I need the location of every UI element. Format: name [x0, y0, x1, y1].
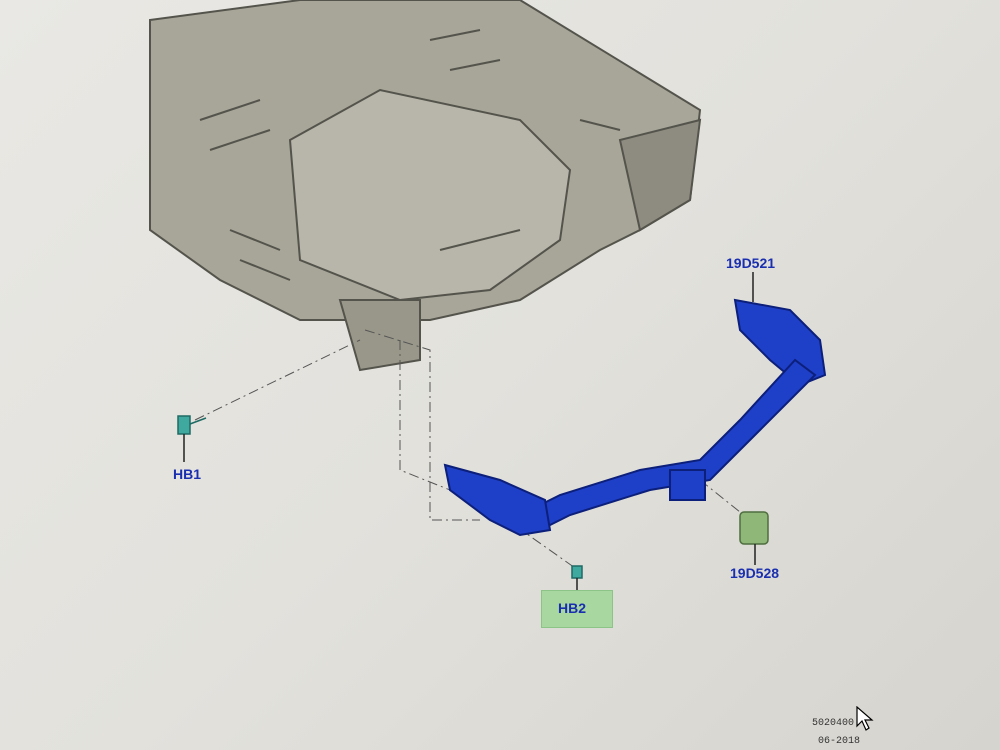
callout-hb1[interactable]: HB1 — [173, 466, 202, 482]
hitch-receiver — [443, 298, 827, 537]
assembly-lines — [194, 329, 751, 571]
callout-hb2[interactable]: HB2 — [558, 600, 587, 616]
diagram-date: 06-2018 — [818, 736, 861, 747]
callout-19d528[interactable]: 19D528 — [730, 565, 780, 581]
hb2-highlight — [541, 590, 613, 628]
diagram-ref: 5020400 — [812, 718, 855, 729]
bolt-hb1 — [177, 415, 207, 435]
bolt-hb2 — [571, 565, 583, 579]
callout-19d521[interactable]: 19D521 — [726, 255, 776, 271]
hitch-cap — [739, 511, 769, 545]
vehicle-underbody — [149, 0, 702, 372]
mouse-cursor-icon — [856, 706, 874, 731]
